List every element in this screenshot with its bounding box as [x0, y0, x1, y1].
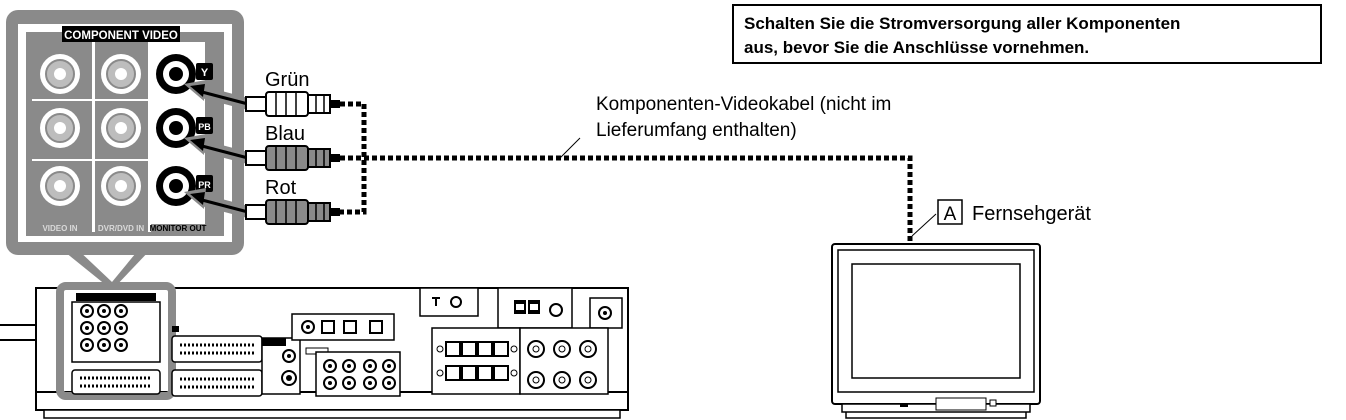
receiver-rear-panel — [0, 282, 629, 419]
label-cable-line2: Lieferumfang enthalten) — [596, 120, 797, 141]
label-cable-line1: Komponenten-Videokabel (nicht im — [596, 94, 891, 115]
column-label-monitor-out: MONITOR OUT — [150, 224, 207, 233]
tv-marker-box — [937, 199, 963, 225]
television — [831, 243, 1041, 419]
speaker-terminals — [431, 327, 609, 395]
warning-box: Schalten Sie die Stromversorgung aller K… — [732, 4, 1322, 64]
warning-line2: aus, bevor Sie die Anschlüsse vornehmen. — [744, 38, 1090, 57]
jack-label-pr: PR — [198, 180, 211, 190]
label-blue: Blau — [265, 123, 305, 145]
label-red: Rot — [265, 177, 297, 199]
plug-red — [245, 199, 340, 225]
rca-plugs — [184, 80, 340, 225]
component-video-cable — [340, 101, 913, 244]
jack-label-pb: PB — [198, 122, 211, 132]
tv-marker: A — [944, 204, 957, 225]
component-video-panel: COMPONENT VIDEO Y PB PR — [6, 10, 244, 255]
video-in-jacks — [40, 54, 80, 206]
label-green: Grün — [265, 69, 309, 91]
warning-line1: Schalten Sie die Stromversorgung aller K… — [744, 14, 1181, 33]
monitor-out-jacks — [156, 54, 196, 206]
column-label-video-in: VIDEO IN — [42, 224, 77, 233]
plug-green — [245, 91, 340, 117]
mini-jack-grid — [80, 304, 128, 352]
dvr-dvd-in-jacks — [101, 54, 141, 206]
jack-label-y: Y — [201, 67, 209, 79]
scart-connectors — [71, 326, 263, 397]
panel-title: COMPONENT VIDEO — [64, 30, 178, 42]
label-tv: Fernsehgerät — [972, 203, 1091, 225]
column-label-dvr-dvd-in: DVR/DVD IN — [98, 224, 144, 233]
plug-blue — [245, 145, 340, 171]
